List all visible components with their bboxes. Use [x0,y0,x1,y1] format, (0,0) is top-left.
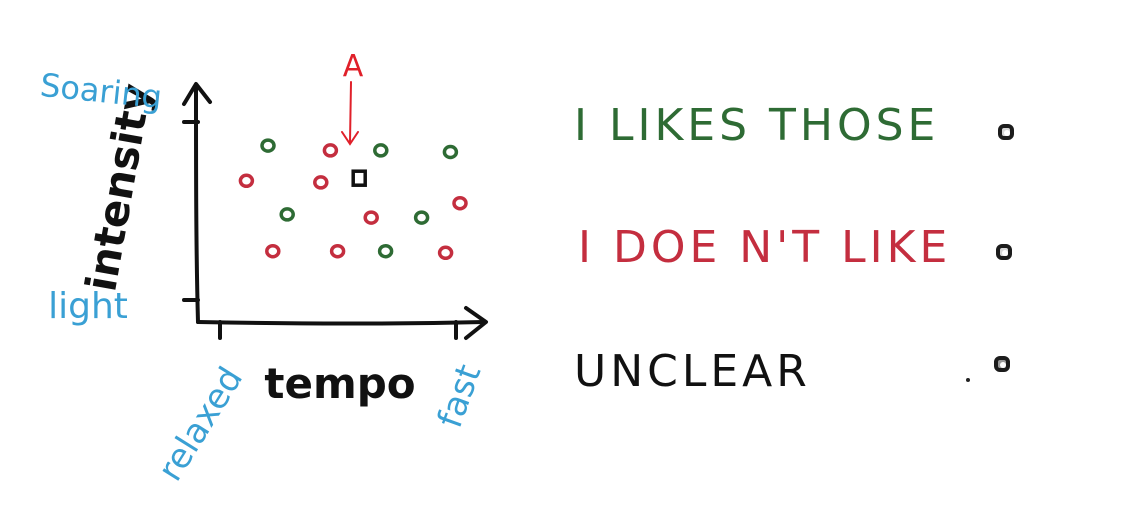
data-point-like [279,207,295,222]
legend-label-dislikes: I DOE N'T LIKE [578,222,952,273]
data-point-dislike [363,210,379,225]
data-point-like [413,210,430,225]
radio-dislikes[interactable] [996,244,1012,260]
legend-label-likes: I LIKES THOSE [574,100,940,151]
data-point-dislike [238,173,255,189]
data-points [238,138,468,261]
data-point-like [442,144,459,160]
data-point-like [373,143,389,158]
data-point-dislike [329,243,346,259]
axes [182,82,488,340]
x-axis-label: tempo [264,359,415,408]
y-axis-arrow [182,82,212,106]
data-point-like [260,138,276,153]
y-high-annotation: Soaring [38,66,163,117]
y-low-annotation: light [48,286,128,327]
query-marker: A [341,49,364,146]
data-point-dislike [452,195,468,211]
data-point-dislike [437,245,454,261]
x-high-annotation: fast [430,359,489,433]
cursor-dot [966,378,970,382]
data-point-unclear [351,169,367,187]
y-axis-line [194,84,200,324]
data-point-like [377,243,394,259]
legend-label-unclear: UNCLEAR [574,346,811,397]
radio-unclear[interactable] [994,356,1010,372]
x-axis-arrow [464,306,488,340]
query-marker-arrow [341,81,359,146]
x-low-annotation: relaxed [150,360,251,488]
x-axis-line [196,320,486,326]
data-point-dislike [322,143,339,158]
radio-likes[interactable] [998,124,1014,140]
query-marker-label: A [343,49,364,84]
data-point-dislike [265,243,281,259]
data-point-dislike [313,175,329,190]
